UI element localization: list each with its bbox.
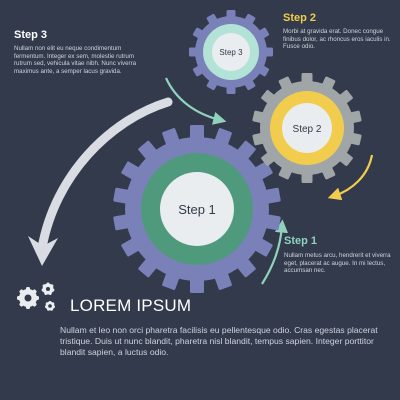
footer-description: Nullam et leo non orci pharetra facilisi… — [60, 325, 378, 357]
flow-arrow-step3-to-step2 — [164, 77, 227, 125]
gear-tooth — [264, 214, 281, 231]
gear-tooth — [190, 125, 204, 139]
flow-arrow-large-head — [28, 236, 58, 266]
gear-step3: Step 3 — [189, 10, 273, 94]
footer-title: LOREM IPSUM — [70, 296, 192, 315]
step2-title: Step 2 — [283, 12, 317, 24]
gear-tooth — [113, 187, 130, 204]
gear-step2-label: Step 2 — [293, 124, 322, 135]
step1-title: Step 1 — [284, 235, 318, 247]
step3-description: Nullam non elit eu neque condimentum fer… — [14, 45, 137, 75]
step2-description: Morbi at gravida erat. Donec congue fini… — [283, 28, 391, 51]
gear-tooth — [189, 47, 197, 57]
gear-step3-label: Step 3 — [219, 48, 243, 57]
flow-arrow-step2-to-step1 — [327, 154, 374, 201]
gear-tooth — [264, 187, 281, 204]
step3-title: Step 3 — [14, 29, 48, 41]
gear-tooth — [265, 47, 273, 57]
gear-tooth — [301, 173, 313, 183]
flow-arrow-step1-up — [261, 219, 289, 285]
gear-tooth — [190, 279, 204, 293]
gear-step2: Step 2 — [252, 73, 362, 183]
gear-tooth — [113, 214, 130, 231]
gear-step1-label: Step 1 — [178, 202, 216, 217]
gears-icon — [17, 282, 56, 311]
gear-tooth — [301, 73, 313, 83]
step1-description: Nullam metus arcu, hendrerit et viverra … — [284, 252, 391, 275]
gear-tooth — [226, 86, 236, 94]
gear-tooth — [226, 10, 236, 18]
flow-arrow-large — [37, 97, 173, 253]
gear-step1: Step 1 — [113, 125, 281, 293]
